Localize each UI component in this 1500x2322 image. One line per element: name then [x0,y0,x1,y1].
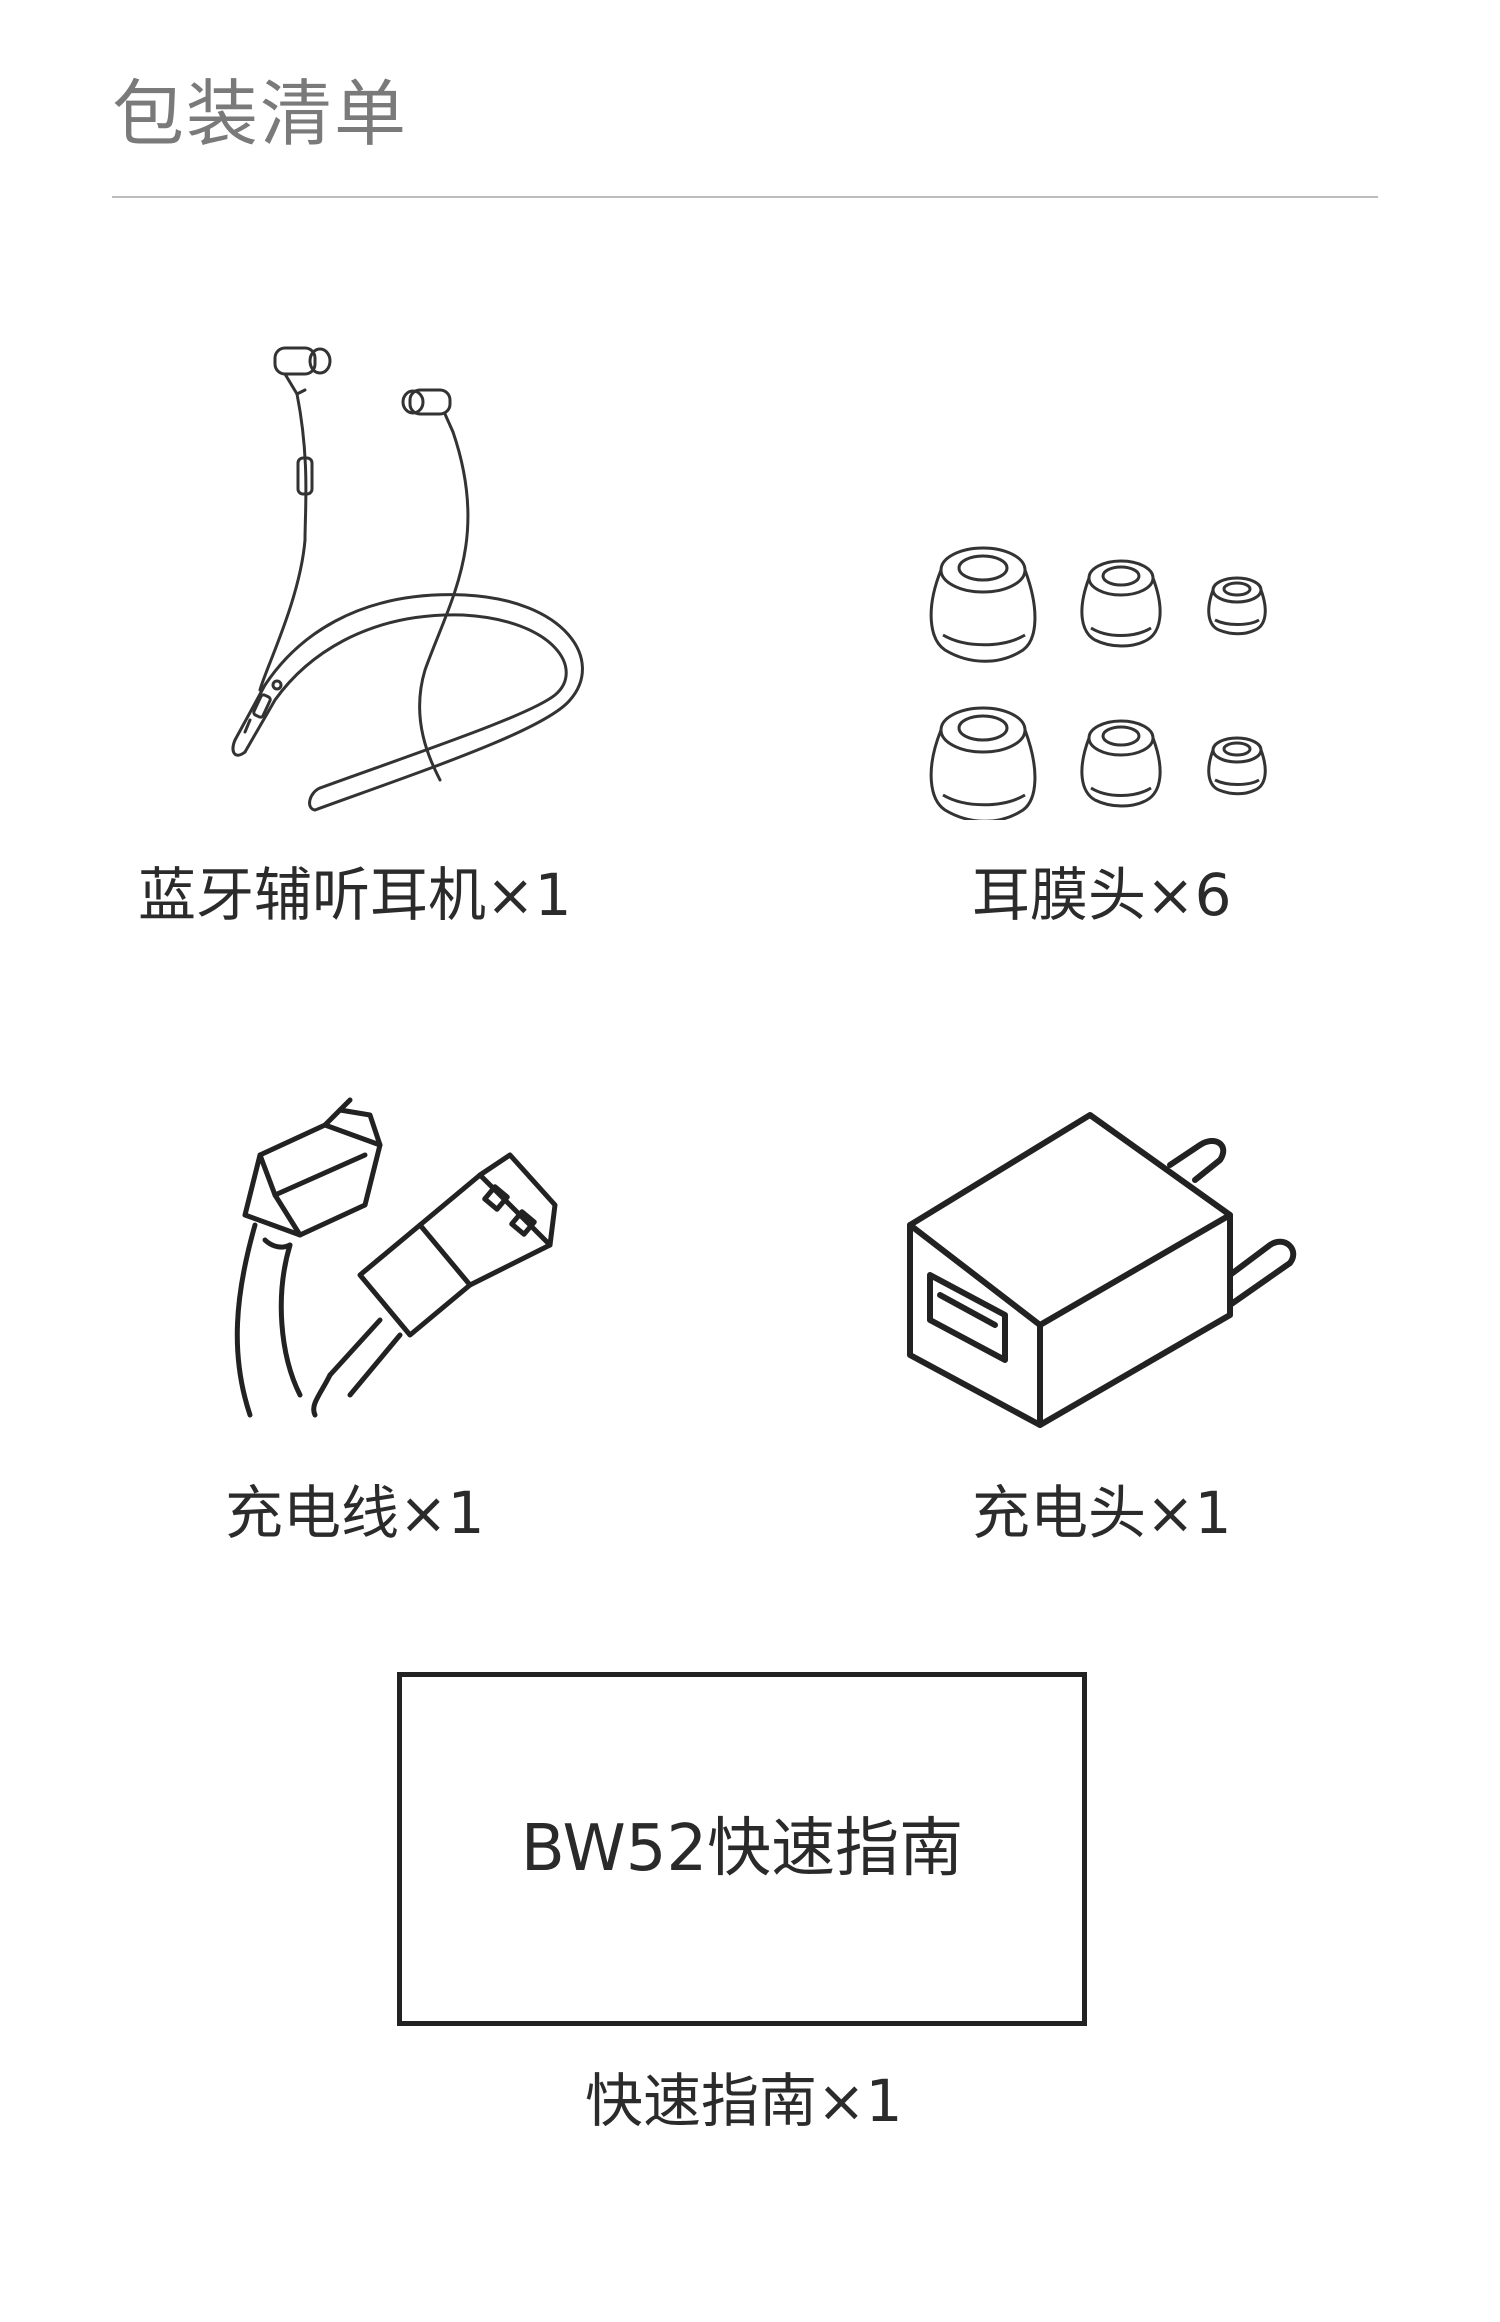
charger-adapter-caption: 充电头×1 [972,1479,1232,1547]
quick-guide-box-text: BW52快速指南 [520,1812,964,1886]
charging-cable-icon [230,1095,570,1425]
charger-adapter-icon [900,1105,1320,1435]
earphones-caption: 蓝牙辅听耳机×1 [138,861,572,929]
quick-guide-caption: 快速指南×1 [585,2067,903,2135]
ear-tips-icon [915,540,1285,820]
charging-cable-caption: 充电线×1 [225,1479,485,1547]
bluetooth-neckband-earphones-icon [205,340,605,830]
page-title: 包装清单 [112,72,409,156]
quick-guide-icon: BW52快速指南 [397,1672,1087,2026]
ear-tips-caption: 耳膜头×6 [972,861,1232,929]
divider [112,196,1378,198]
